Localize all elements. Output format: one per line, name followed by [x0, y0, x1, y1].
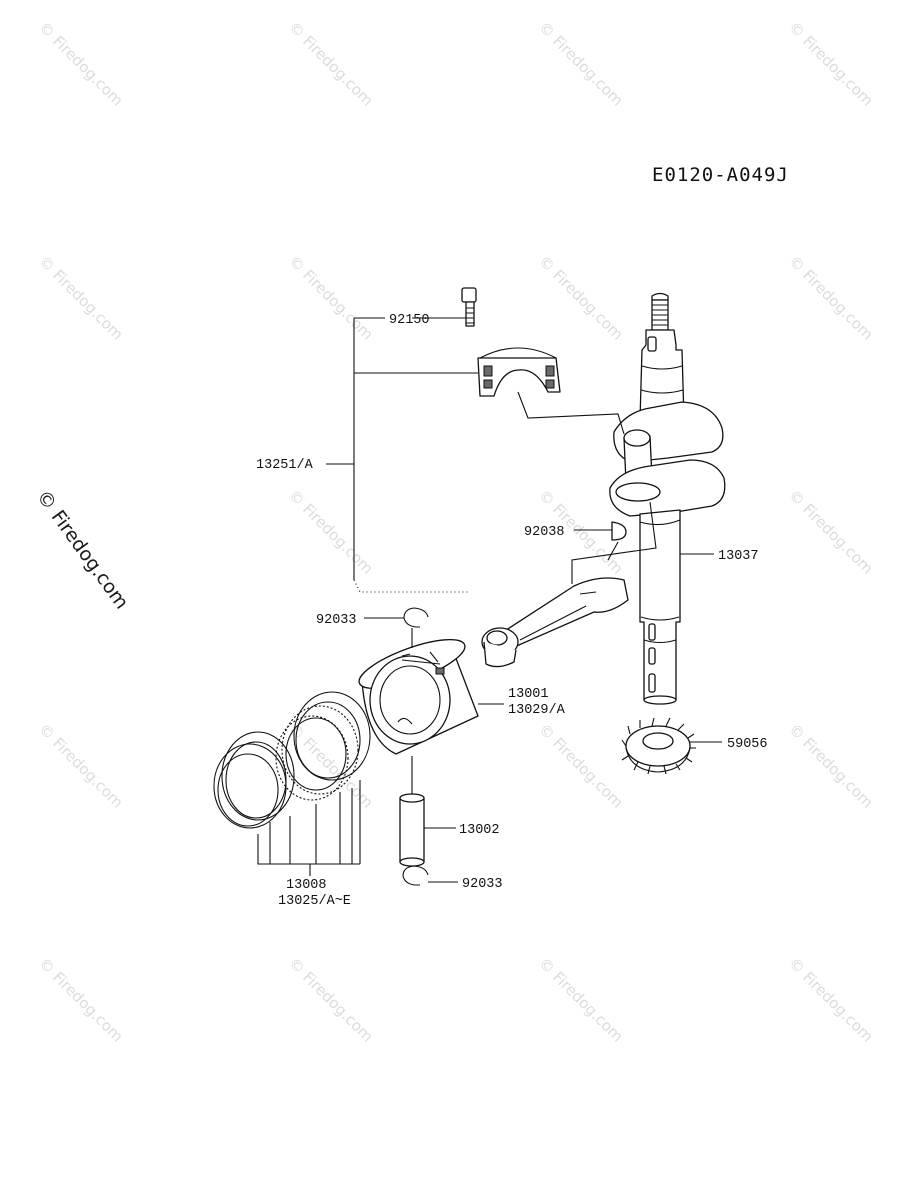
watermark-8: © Firedog.com: [785, 252, 877, 344]
watermark-1: © Firedog.com: [35, 18, 127, 110]
watermark-3: © Firedog.com: [535, 18, 627, 110]
piston-ring-set-part: [213, 691, 371, 829]
watermark-18: © Firedog.com: [535, 954, 627, 1046]
label-92033-top: 92033: [316, 613, 357, 628]
watermark-side: © Firedog.com: [32, 486, 133, 613]
watermark-19: © Firedog.com: [785, 954, 877, 1046]
watermark-16: © Firedog.com: [35, 954, 127, 1046]
watermark-17: © Firedog.com: [285, 954, 377, 1046]
label-13001: 13001: [508, 687, 549, 702]
watermark-2: © Firedog.com: [285, 18, 377, 110]
label-13025-a-e: 13025/A~E: [278, 894, 351, 909]
watermark-4: © Firedog.com: [785, 18, 877, 110]
label-92038: 92038: [524, 525, 565, 540]
watermark-6: © Firedog.com: [285, 252, 377, 344]
label-13029-a: 13029/A: [508, 703, 566, 718]
crankshaft-gear-part: [621, 717, 696, 775]
watermark-13: © Firedog.com: [285, 720, 377, 812]
circlip-top-part: [403, 607, 429, 628]
piston-pin-part: [399, 793, 425, 867]
watermark-11: © Firedog.com: [785, 486, 877, 578]
label-59056: 59056: [727, 737, 768, 752]
diagram-code: E0120-A049J: [652, 164, 789, 186]
watermark-15: © Firedog.com: [785, 720, 877, 812]
connecting-rod-part: [481, 577, 629, 668]
watermark-14: © Firedog.com: [535, 720, 627, 812]
bolt-part: [461, 287, 477, 327]
label-92150: 92150: [389, 313, 430, 328]
watermark-5: © Firedog.com: [35, 252, 127, 344]
woodruff-key-part: [611, 521, 627, 541]
label-13251-a: 13251/A: [256, 458, 314, 473]
piston-part: [358, 639, 479, 755]
part-labels: 92150 13251/A 92038 13037 92033 13001 13…: [256, 313, 768, 909]
rod-cap-part: [477, 347, 561, 397]
label-13008: 13008: [286, 878, 327, 893]
watermark-9: © Firedog.com: [285, 486, 377, 578]
label-92033-bottom: 92033: [462, 877, 503, 892]
leader-lines: [257, 317, 722, 883]
watermark-12: © Firedog.com: [35, 720, 127, 812]
circlip-bottom-part: [402, 865, 429, 886]
label-13002: 13002: [459, 823, 500, 838]
watermark-7: © Firedog.com: [535, 252, 627, 344]
label-13037: 13037: [718, 549, 759, 564]
crankshaft-part: [609, 292, 726, 705]
